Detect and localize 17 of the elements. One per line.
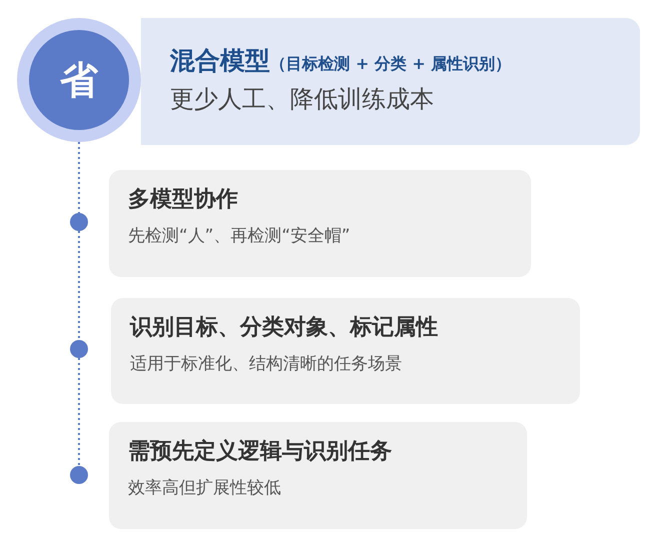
card-text: 先检测“人”、再检测“安全帽” [128,225,352,247]
card-text: 适用于标准化、结构清晰的任务场景 [130,353,403,375]
timeline-line [78,231,80,340]
icon-circle: 省 [17,18,141,142]
timeline-line [78,358,80,466]
subheading: 更少人工、降低训练成本 [170,84,435,115]
card-title: 多模型协作 [128,186,239,214]
header-band [141,18,640,145]
timeline-dot [70,213,88,231]
timeline-dot [70,340,88,358]
card-title: 需预先定义逻辑与识别任务 [128,438,393,466]
timeline-dot [70,466,88,484]
card-title: 识别目标、分类对象、标记属性 [130,314,439,342]
timeline-line [78,142,80,213]
heading-note: （目标检测 + 分类 + 属性识别） [270,54,512,73]
card-text: 效率高但扩展性较低 [128,477,282,499]
heading: 混合模型 [170,46,270,75]
